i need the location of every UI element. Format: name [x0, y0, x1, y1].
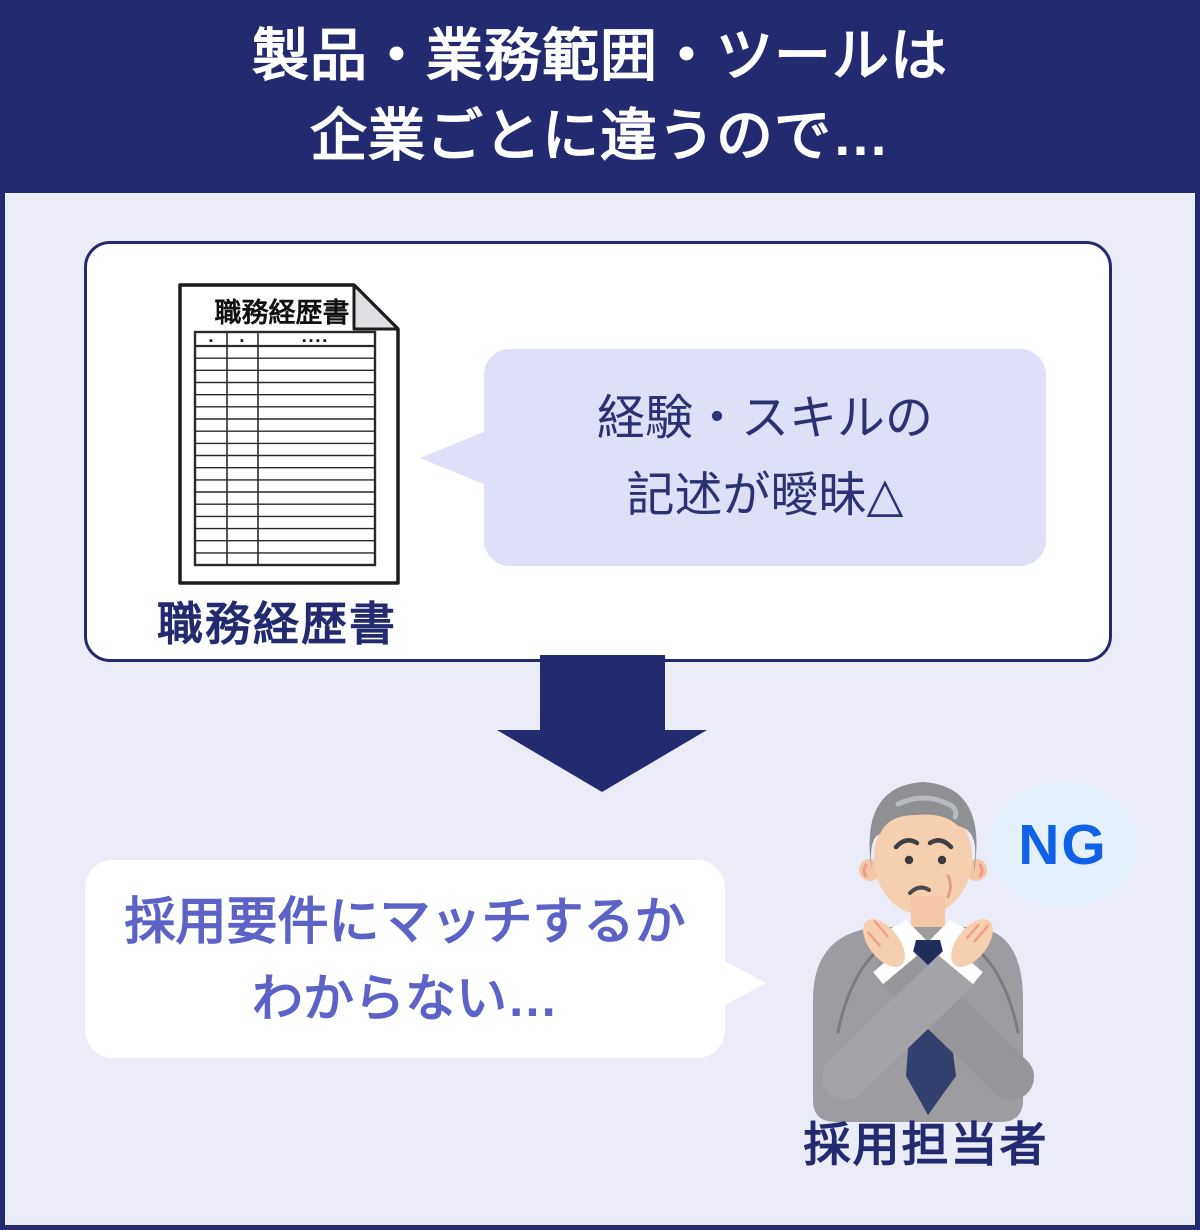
- ng-label: NG: [1018, 813, 1108, 877]
- bubble1-line2: 記述が曖昧△: [626, 469, 904, 522]
- neck: [911, 896, 945, 931]
- header-title-line2: 企業ごとに違うので…: [310, 104, 890, 168]
- face: [874, 801, 972, 915]
- crossed-arms: [822, 919, 1034, 1100]
- ear-blush-left: [862, 863, 868, 878]
- hand-right: [951, 919, 993, 967]
- bubble1-line1: 経験・スキルの: [596, 392, 933, 445]
- no-match-speech-bubble: 採用要件にマッチするか わからない…: [85, 860, 766, 1058]
- table-dot-col2: ▪: [240, 335, 244, 347]
- document-title: 職務経歴書: [215, 297, 350, 328]
- hair-highlight: [895, 795, 959, 820]
- eye-left: [904, 855, 914, 865]
- ear-blush-right: [978, 863, 984, 878]
- cheek-line: [946, 874, 952, 899]
- document-caption: 職務経歴書: [157, 598, 397, 650]
- speech-bubble-right-tail: [723, 960, 766, 1006]
- document-table-grid: [193, 330, 377, 567]
- bubble2-line1: 採用要件にマッチするか: [124, 893, 686, 950]
- suit-crease-right: [976, 948, 1020, 1034]
- bubble2-line2: わからない…: [251, 970, 558, 1027]
- header-title: 製品・業務範囲・ツールは 企業ごとに違うので…: [0, 0, 1200, 176]
- recruiter-illustration: [813, 782, 1034, 1122]
- recruiter-caption: 採用担当者: [803, 1118, 1049, 1171]
- vague-skills-speech-bubble: 経験・スキルの 記述が曖昧△: [420, 349, 1046, 566]
- eye-right: [937, 855, 947, 865]
- suit-crease-left: [836, 948, 880, 1034]
- eyebrow-left: [893, 838, 920, 850]
- header-banner: 製品・業務範囲・ツールは 企業ごとに違うので…: [0, 0, 1200, 193]
- table-dots-col3: ▪▪▪▪: [302, 335, 330, 347]
- table-dot-col1: ▪: [209, 335, 213, 347]
- resume-document-illustration: 職務経歴書 ▪ ▪ ▪▪▪▪: [178, 283, 400, 585]
- resume-panel: 職務経歴書 ▪ ▪ ▪▪▪▪ 職務経歴書 経験・スキルの 記述が曖昧△: [84, 241, 1112, 662]
- down-arrow-icon: [497, 655, 707, 792]
- frown-mouth: [908, 885, 931, 895]
- hand-left: [863, 919, 905, 967]
- speech-bubble-left-tail: [420, 431, 486, 485]
- eyebrow-right: [927, 838, 954, 850]
- document-page: [178, 283, 400, 585]
- header-title-line1: 製品・業務範囲・ツールは: [252, 24, 948, 88]
- ng-badge: NG: [988, 782, 1138, 908]
- document-fold-corner-icon: [352, 283, 400, 331]
